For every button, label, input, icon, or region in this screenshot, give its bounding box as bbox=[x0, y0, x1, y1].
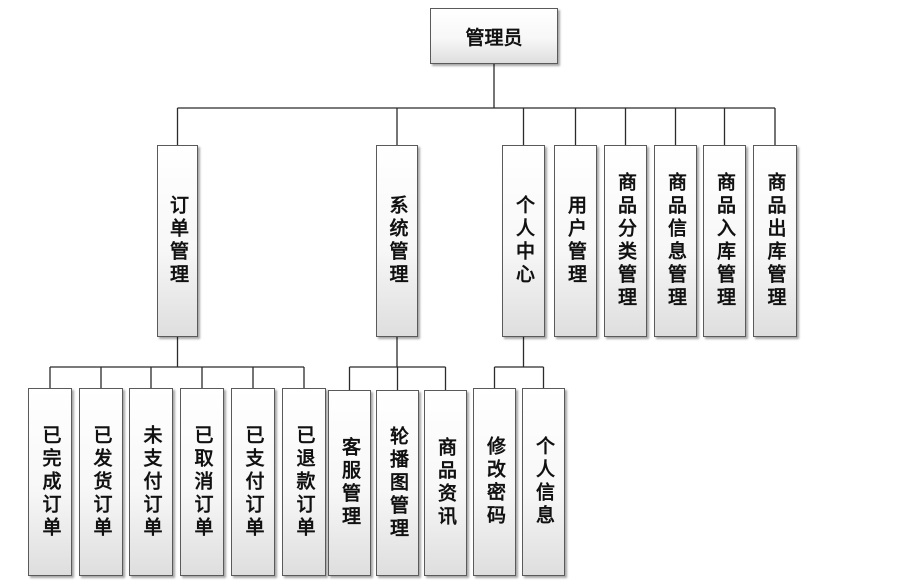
leaf-node-personal-0: 修改密码 bbox=[473, 388, 516, 576]
leaf-node-personal-0-label: 修改密码 bbox=[484, 436, 506, 528]
module-node-personal: 个人中心 bbox=[502, 145, 545, 337]
leaf-node-order-5-label: 已退款订单 bbox=[293, 424, 316, 540]
module-node-stock-in-label: 商品入库管理 bbox=[714, 172, 736, 310]
root-node-admin-label: 管理员 bbox=[465, 26, 523, 49]
module-node-personal-label: 个人中心 bbox=[513, 195, 535, 287]
module-node-stock-in: 商品入库管理 bbox=[703, 145, 746, 337]
leaf-node-system-1-label: 轮播图管理 bbox=[387, 425, 409, 541]
root-node-admin: 管理员 bbox=[430, 8, 558, 64]
leaf-node-order-2: 未支付订单 bbox=[129, 388, 173, 576]
module-node-user: 用户管理 bbox=[554, 145, 597, 337]
leaf-node-order-1-label: 已发货订单 bbox=[90, 424, 113, 540]
module-node-category: 商品分类管理 bbox=[604, 145, 647, 337]
module-node-system-label: 系统管理 bbox=[386, 195, 409, 287]
leaf-node-order-3: 已取消订单 bbox=[180, 388, 224, 576]
leaf-node-order-2-label: 未支付订单 bbox=[140, 424, 163, 540]
module-node-order: 订单管理 bbox=[157, 145, 198, 337]
leaf-node-order-0-label: 已完成订单 bbox=[39, 424, 62, 540]
module-node-info: 商品信息管理 bbox=[654, 145, 697, 337]
leaf-node-order-4-label: 已支付订单 bbox=[242, 424, 265, 540]
leaf-node-system-2: 商品资讯 bbox=[424, 390, 467, 576]
leaf-node-personal-1-label: 个人信息 bbox=[533, 436, 555, 528]
leaf-node-order-0: 已完成订单 bbox=[28, 388, 72, 576]
leaf-node-order-5: 已退款订单 bbox=[282, 388, 326, 576]
leaf-node-order-4: 已支付订单 bbox=[231, 388, 275, 576]
leaf-node-personal-1: 个人信息 bbox=[522, 388, 565, 576]
module-node-system: 系统管理 bbox=[376, 145, 418, 337]
module-node-order-label: 订单管理 bbox=[167, 195, 189, 287]
module-node-category-label: 商品分类管理 bbox=[615, 172, 637, 310]
module-node-user-label: 用户管理 bbox=[565, 195, 587, 287]
module-node-stock-out-label: 商品出库管理 bbox=[764, 172, 787, 310]
module-node-info-label: 商品信息管理 bbox=[665, 172, 687, 310]
leaf-node-order-3-label: 已取消订单 bbox=[191, 424, 214, 540]
leaf-node-system-0-label: 客服管理 bbox=[339, 437, 361, 529]
leaf-node-order-1: 已发货订单 bbox=[79, 388, 123, 576]
leaf-node-system-1: 轮播图管理 bbox=[376, 390, 419, 576]
leaf-node-system-2-label: 商品资讯 bbox=[435, 437, 457, 529]
module-node-stock-out: 商品出库管理 bbox=[753, 145, 797, 337]
leaf-node-system-0: 客服管理 bbox=[328, 390, 371, 576]
